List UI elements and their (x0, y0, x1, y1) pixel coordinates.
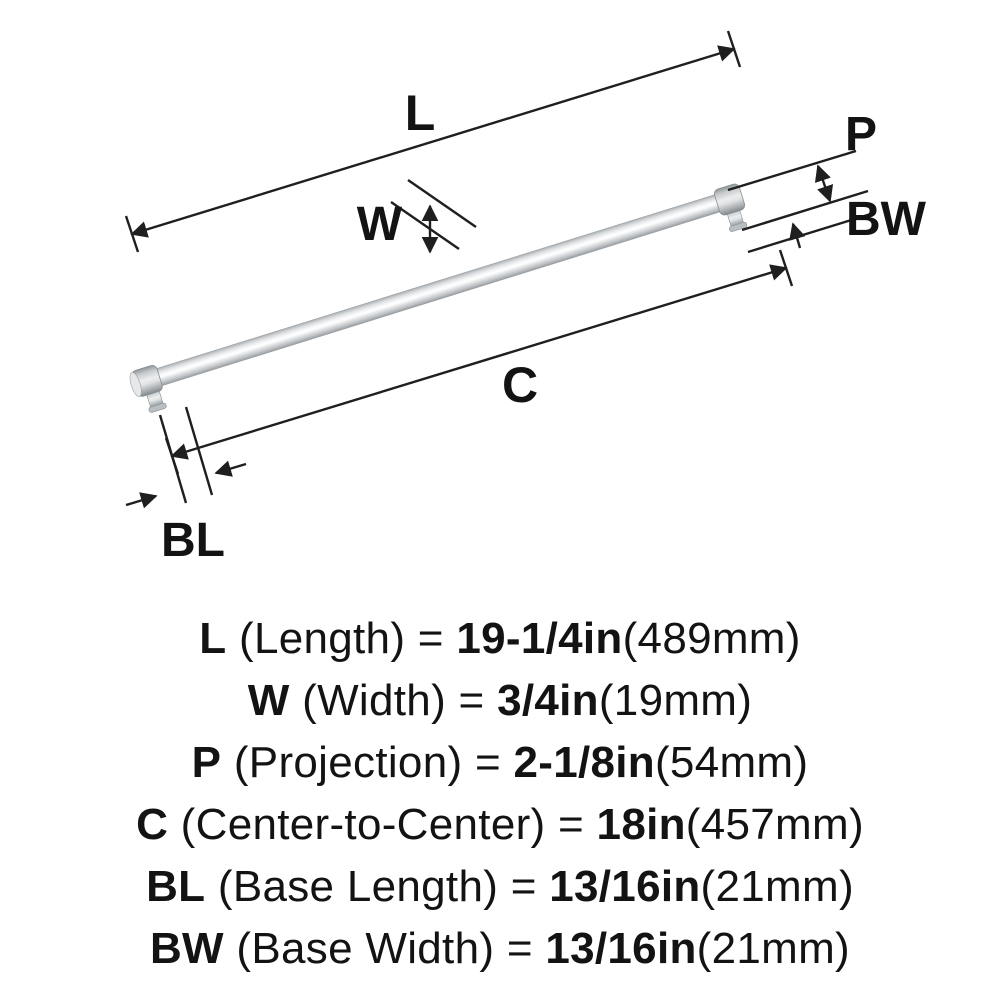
dim-BL-arrow-left (125, 492, 158, 509)
spec-label: (Center-to-Center) = (168, 800, 597, 849)
dim-L-line (130, 45, 736, 238)
spec-metric: (54mm) (654, 738, 809, 787)
spec-value: 2-1/8in (513, 738, 655, 787)
dim-P-guide-top (727, 149, 857, 192)
dim-P (727, 149, 869, 232)
spec-label: (Projection) = (221, 738, 514, 787)
spec-value: 13/16in (549, 862, 701, 911)
spec-abbr: L (199, 614, 227, 663)
spec-metric: (19mm) (598, 676, 753, 725)
dim-label-C: C (502, 357, 538, 413)
spec-label: (Width) = (289, 676, 498, 725)
spec-abbr: P (191, 738, 222, 787)
pull-handle (129, 183, 748, 413)
dimension-diagram: L C W P (124, 30, 927, 567)
dim-label-W: W (357, 198, 403, 251)
spec-row-base-length: BL (Base Length) = 13/16in(21mm) (0, 856, 1000, 918)
spec-label: (Base Length) = (205, 862, 550, 911)
spec-metric: (21mm) (696, 924, 851, 973)
dim-C-line (170, 264, 788, 460)
spec-abbr: C (136, 800, 169, 849)
dim-P-arrow (814, 164, 834, 203)
spec-metric: (489mm) (622, 614, 801, 663)
spec-row-length: L (Length) = 19-1/4in(489mm) (0, 608, 1000, 670)
handle-bar (151, 191, 730, 388)
spec-value: 19-1/4in (456, 614, 623, 663)
dim-label-BW: BW (846, 193, 927, 246)
spec-label: (Base Width) = (223, 924, 546, 973)
left-post-base (148, 402, 167, 413)
spec-value: 13/16in (545, 924, 697, 973)
spec-abbr: BW (149, 924, 224, 973)
dim-label-L: L (405, 85, 436, 141)
spec-value: 3/4in (497, 676, 599, 725)
spec-label: (Length) = (226, 614, 457, 663)
dim-L (124, 30, 742, 253)
dim-label-BL: BL (161, 514, 225, 567)
spec-metric: (457mm) (685, 800, 864, 849)
left-cap-face (129, 372, 142, 397)
dim-BL-arrow-right (214, 460, 247, 477)
dim-BW-guide (747, 211, 875, 254)
dim-W (390, 179, 477, 254)
spec-metric: (21mm) (700, 862, 854, 911)
spec-value: 18in (596, 800, 686, 849)
spec-abbr: W (247, 676, 290, 725)
spec-list: L (Length) = 19-1/4in(489mm) W (Width) =… (0, 608, 1000, 980)
dim-W-guide-top (407, 179, 477, 228)
spec-row-center-to-center: C (Center-to-Center) = 18in(457mm) (0, 794, 1000, 856)
spec-row-width: W (Width) = 3/4in(19mm) (0, 670, 1000, 732)
spec-row-base-width: BW (Base Width) = 13/16in(21mm) (0, 918, 1000, 980)
dim-BW (747, 211, 875, 254)
dim-BL-guide-left (158, 414, 188, 504)
dim-P-guide-bottom (741, 189, 869, 232)
spec-abbr: BL (146, 862, 206, 911)
handle-diagram-svg: L C W P (124, 30, 927, 567)
dim-BL (125, 406, 247, 509)
dim-BW-arrow (789, 222, 806, 249)
spec-row-projection: P (Projection) = 2-1/8in(54mm) (0, 732, 1000, 794)
dim-label-P: P (845, 108, 877, 161)
dim-BL-guide-right (184, 406, 214, 496)
